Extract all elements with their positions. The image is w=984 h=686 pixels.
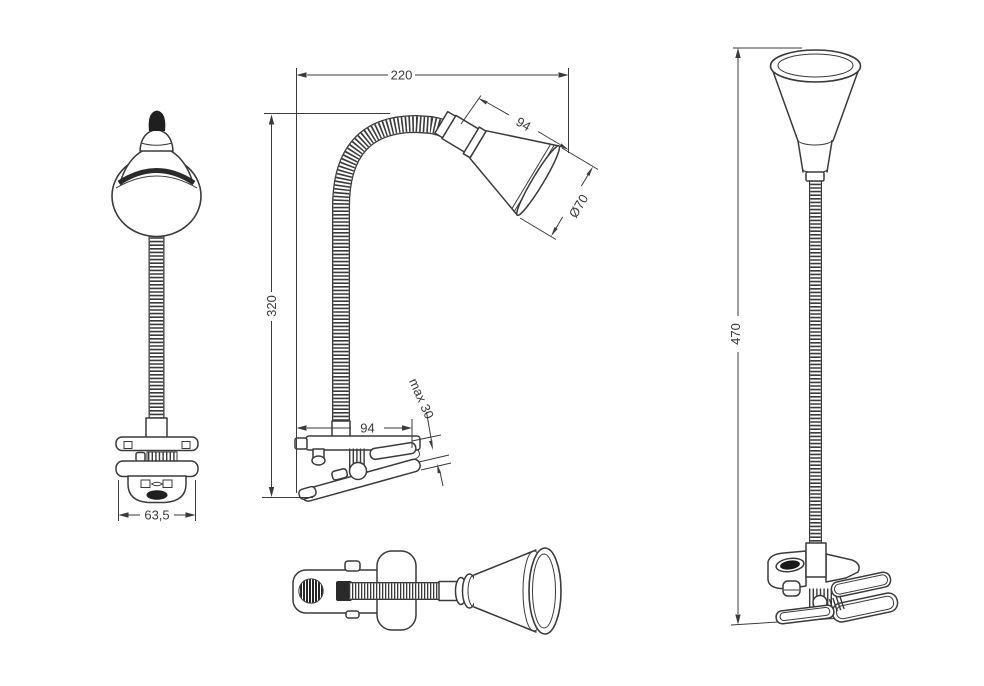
head-front-rim xyxy=(516,144,561,217)
lamp-head-front xyxy=(111,110,202,238)
clamp-perspective xyxy=(767,542,899,625)
dim-head-length: 94 xyxy=(460,95,569,150)
clamp-bottom-jaw-front xyxy=(115,460,199,478)
cable-hole xyxy=(146,490,168,500)
neck-stub-front xyxy=(145,417,168,439)
dim-clamp-front-width: 63,5 xyxy=(118,480,196,523)
head-socket-perspective xyxy=(805,171,825,182)
dim-label-mount-height: 320 xyxy=(264,295,279,317)
cap-front xyxy=(148,110,166,131)
top-view xyxy=(292,547,562,635)
shade-opening xyxy=(769,49,862,83)
shade-rim-front xyxy=(117,168,196,186)
shade-rim-top xyxy=(528,547,562,635)
neck-stub-perspective xyxy=(805,542,827,578)
lamp-head-top xyxy=(467,547,562,635)
dim-label-clamp-width: 94 xyxy=(360,421,374,436)
dim-total-height: 470 xyxy=(728,47,802,625)
dim-label-front-base-width: 63,5 xyxy=(144,508,169,523)
clamp-top-jaw-front xyxy=(115,436,199,452)
lamp-head-perspective xyxy=(769,49,862,182)
dim-mount-height: 320 xyxy=(262,113,390,498)
thumb-screw-side xyxy=(311,455,326,466)
hinge-pin-side xyxy=(348,461,368,481)
dim-label-total-height: 470 xyxy=(728,323,743,345)
clamp-side xyxy=(294,435,421,502)
perspective-view: 470 xyxy=(728,47,899,626)
dim-clamp-width: 94 xyxy=(296,419,413,448)
upper-jaw-side xyxy=(369,441,417,461)
arrow-right xyxy=(185,512,196,518)
dim-label-arm-projection: 220 xyxy=(391,68,413,83)
arrow-left xyxy=(118,512,129,518)
clamp-foot xyxy=(775,604,835,625)
dim-label-head-length: 94 xyxy=(513,114,533,134)
thumb-screw-perspective xyxy=(782,580,801,597)
mount-hole xyxy=(780,560,800,570)
clamp-front xyxy=(115,436,199,504)
lamp-head-side xyxy=(434,110,561,217)
dim-arm-projection: 220 xyxy=(296,68,569,493)
front-view: 63,5 xyxy=(111,110,202,523)
